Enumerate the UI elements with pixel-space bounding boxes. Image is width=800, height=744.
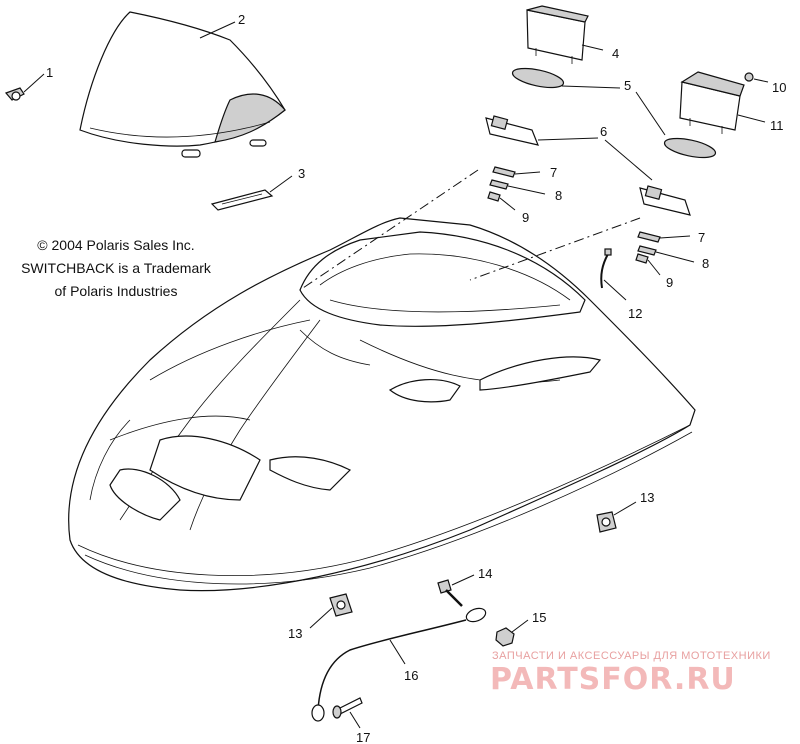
part-2-windshield [79,11,286,158]
watermark-brand: PARTSFOR.RU [490,662,736,697]
callout-7b: 7 [698,230,705,245]
part-4-gauge [526,5,604,64]
watermark-subtitle: ЗАПЧАСТИ И АКСЕССУАРЫ ДЛЯ МОТОТЕХНИКИ [492,650,771,662]
callout-5: 5 [624,78,631,93]
callout-4: 4 [612,46,619,61]
part-10-bulb [744,72,769,83]
callout-2: 2 [238,12,245,27]
part-13-clip-right [596,501,637,533]
callout-8b: 8 [702,256,709,271]
hardware-right [635,231,695,276]
assembly-line-left [299,169,479,291]
callout-13a: 13 [640,490,654,505]
part-14-bolt [437,574,475,607]
part-3-bracket [210,175,293,211]
callout-10: 10 [772,80,786,95]
callout-11: 11 [770,118,784,133]
part-16-cable [311,607,487,722]
trademark-owner-line: of Polaris Industries [54,283,178,299]
copyright-line: © 2004 Polaris Sales Inc. [37,237,195,253]
callout-13b: 13 [288,626,302,641]
part-15-nut [495,619,529,647]
callout-9a: 9 [522,210,529,225]
part-17-rivet [332,697,363,729]
callout-6: 6 [600,124,607,139]
callout-12: 12 [628,306,642,321]
callout-1: 1 [46,65,53,80]
hardware-left [487,166,546,211]
part-12-wire [600,248,627,301]
part-6-bezel [485,115,691,216]
callout-8a: 8 [555,188,562,203]
part-5-gasket [511,67,717,159]
part-11-gauge [679,71,766,134]
callout-17: 17 [356,730,370,744]
part-1-screw [4,73,45,101]
trademark-line: SWITCHBACK is a Trademark [21,260,211,276]
callout-9b: 9 [666,275,673,290]
callout-7a: 7 [550,165,557,180]
callout-15: 15 [532,610,546,625]
hood-body [68,217,696,592]
callout-14: 14 [478,566,492,581]
callout-3: 3 [298,166,305,181]
callout-16: 16 [404,668,418,683]
part-13-clip-left [309,593,353,629]
